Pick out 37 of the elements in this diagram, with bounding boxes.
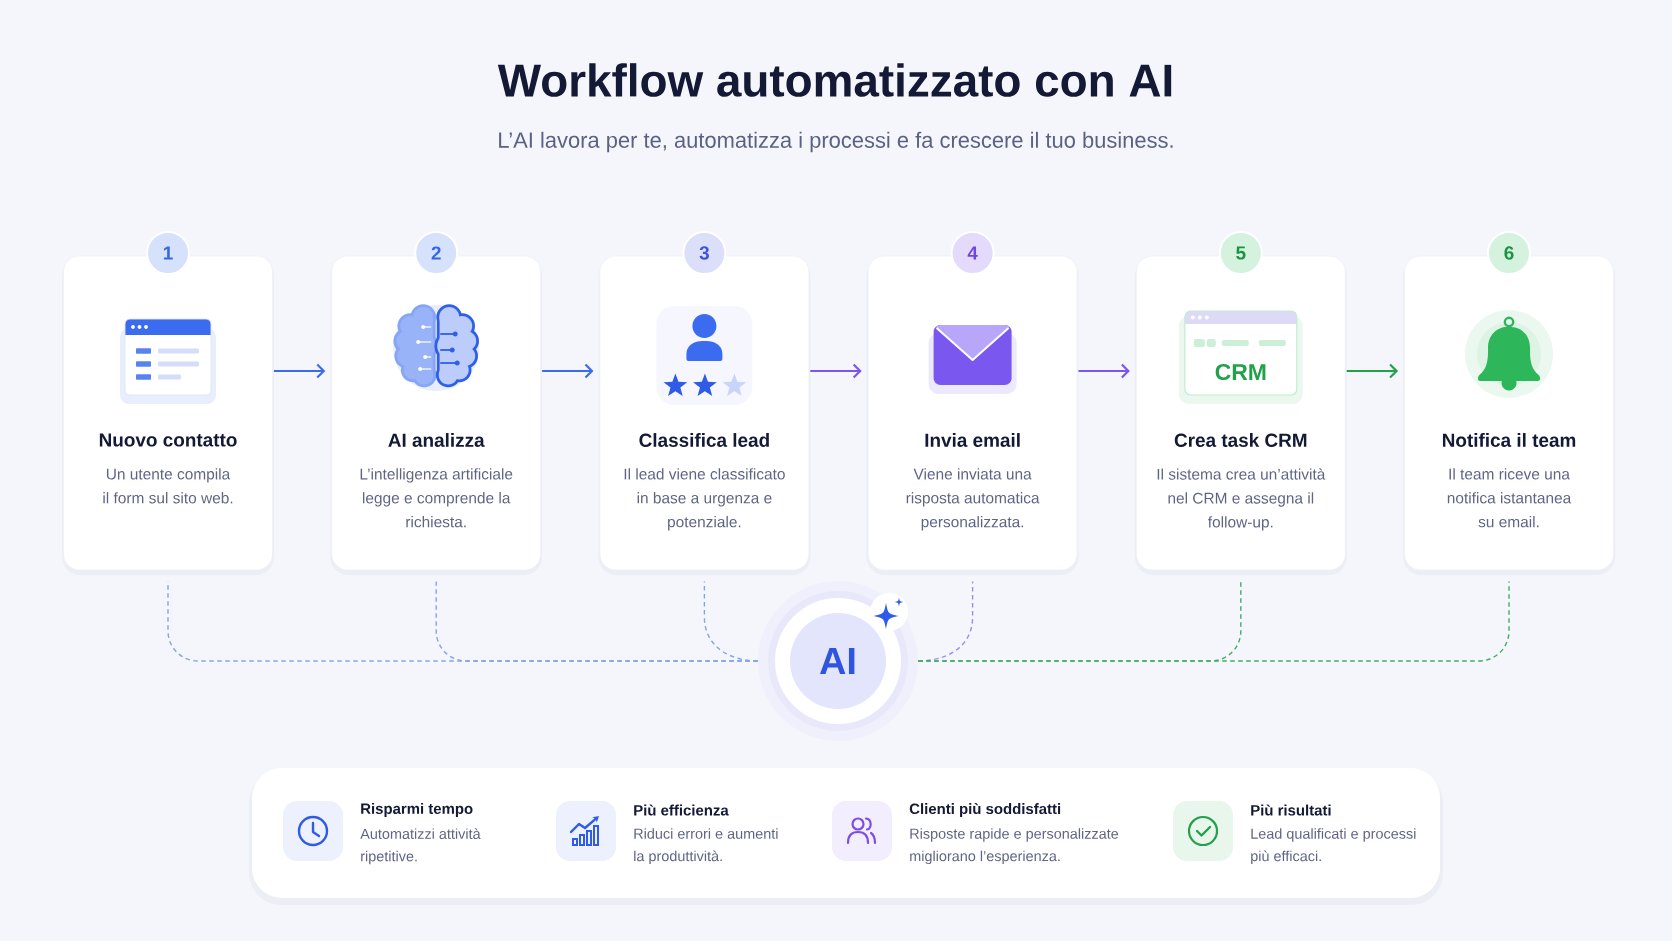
benefits-panel — [249, 768, 1443, 905]
step-number-badge: 2 — [414, 231, 459, 275]
card-text: Il sistema crea un’attività nel CRM e assegna il follow-up. — [1157, 468, 1326, 531]
benefit-title: Risparmi tempo — [361, 803, 473, 817]
arrow — [1078, 363, 1130, 379]
benefit-title: Più efficienza — [634, 804, 729, 816]
card-text: Il team riceve una notifica istantanea su email. — [1447, 468, 1572, 528]
dashed-connector — [703, 580, 759, 662]
card-text: Il lead viene classificato in base a urgenza e potenziale. — [624, 468, 785, 531]
step-number-badge: 3 — [682, 231, 727, 275]
benefit-title: Più risultati — [1251, 804, 1331, 816]
title: Workflow automatizzato con AI — [497, 63, 1172, 97]
step-number-badge: 1 — [146, 231, 190, 275]
arrow — [273, 363, 326, 379]
card-title: Notifica il team — [1442, 433, 1576, 447]
card-title: AI analizza — [388, 433, 485, 447]
card-title: Nuovo contatto — [99, 433, 237, 447]
benefit-text: Lead qualificati e processi più efficaci. — [1251, 828, 1416, 865]
card-title: Crea task CRM — [1174, 433, 1307, 447]
step-number-badge: 4 — [950, 231, 995, 275]
icon-text: CRM — [1215, 363, 1266, 381]
subtitle: L’AI lavora per te, automatizza i processi e fa crescere il tuo business. — [499, 131, 1173, 153]
step-number-badge: 5 — [1218, 231, 1263, 275]
card-text: L’intelligenza artificiale legge e comprende la richiesta. — [360, 468, 513, 528]
dashed-connector — [917, 580, 1510, 662]
step-number-badge: 6 — [1487, 231, 1531, 275]
benefit-text: Automatizzi attività ripetitive. — [360, 828, 481, 865]
arrow — [542, 363, 594, 379]
arrow — [1346, 363, 1399, 379]
card-title: Classifica lead — [639, 433, 769, 447]
benefit-title: Clienti più soddisfatti — [909, 803, 1061, 818]
card-text: Viene inviata una risposta automatica personalizzata. — [906, 468, 1040, 531]
benefit-text: Riduci errori e aumenti la produttività. — [634, 828, 778, 865]
card-text: Un utente compila il form sul sito web. — [103, 468, 233, 504]
arrow — [810, 363, 862, 379]
benefit-text: Risposte rapide e personalizzate migliorano l’esperienza. — [910, 828, 1119, 865]
card-title: Invia email — [925, 433, 1020, 447]
